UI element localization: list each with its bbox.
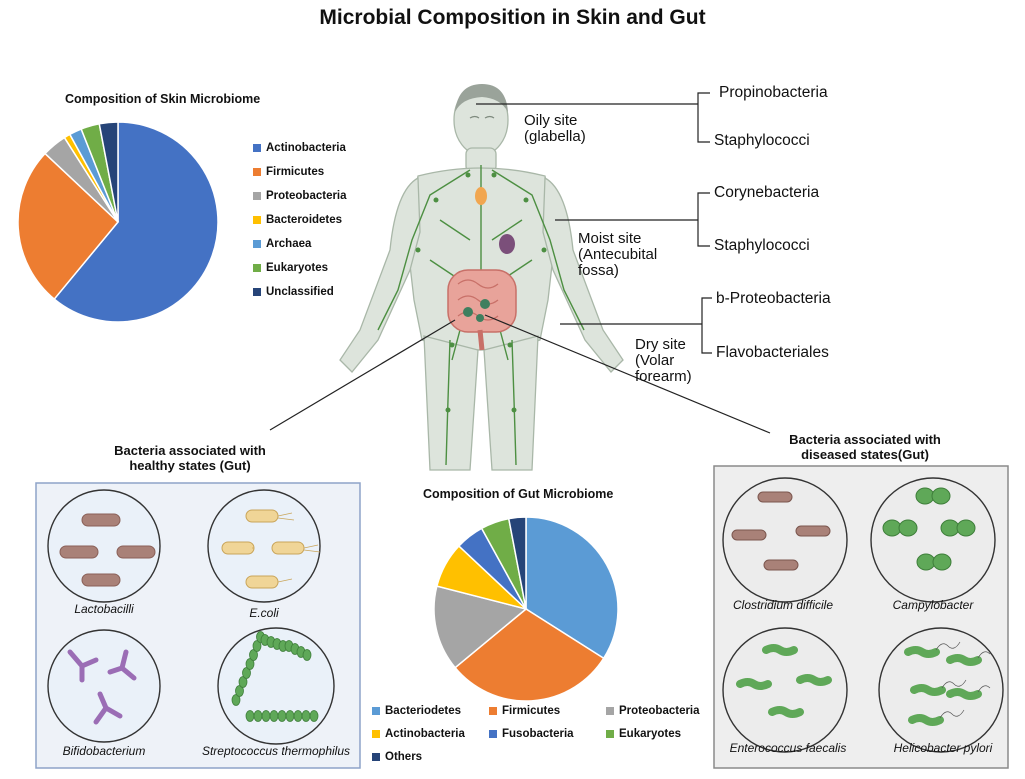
skin-legend-item: Archaea <box>253 238 311 250</box>
strep-cell <box>253 710 263 722</box>
legend-swatch <box>489 707 497 715</box>
gut-legend-item: Bacteriodetes <box>372 705 461 717</box>
site-connectors <box>269 92 771 434</box>
legend-swatch <box>372 707 380 715</box>
legend-swatch <box>253 240 261 248</box>
gut-legend-item: Fusobacteria <box>489 728 574 740</box>
strep-cell <box>245 710 255 722</box>
skin-pie-title: Composition of Skin Microbiome <box>65 92 261 106</box>
legend-label: Bacteriodetes <box>385 705 462 717</box>
legend-swatch <box>372 753 380 761</box>
skin-legend-item: Bacteroidetes <box>253 214 342 226</box>
page-title: Microbial Composition in Skin and Gut <box>319 6 706 29</box>
legend-label: Proteobacteria <box>266 190 347 202</box>
oily-bacteria-1: Propinobacteria <box>719 84 828 101</box>
skin-legend-item: Actinobacteria <box>253 142 346 154</box>
lactobacilli-circle <box>47 489 161 603</box>
diseased-title: Bacteria associated with diseased states… <box>789 432 941 462</box>
organism-label-enterococcus: Enterococcus faecalis <box>729 741 847 755</box>
legend-swatch <box>606 707 614 715</box>
legend-label: Actinobacteria <box>266 142 346 154</box>
legend-label: Fusobacteria <box>502 728 574 740</box>
gut-legend-item: Actinobacteria <box>372 728 465 740</box>
legend-swatch <box>253 168 261 176</box>
organism-label-streptococcus: Streptococcus thermophilus <box>201 744 351 758</box>
gut-slice-others <box>507 516 527 610</box>
legend-swatch <box>253 144 261 152</box>
gut-slice-firmicutes <box>454 608 605 702</box>
organism-label-campylobacter: Campylobacter <box>892 598 974 612</box>
healthy-title: Bacteria associated with healthy states … <box>114 443 266 473</box>
gut-legend-item: Firmicutes <box>489 705 560 717</box>
oily-bacteria-2: Staphylococci <box>714 132 810 149</box>
campylobacter-circle <box>870 477 996 603</box>
streptococcus-circle <box>217 627 335 745</box>
dry-bacteria-1: b-Proteobacteria <box>716 290 831 307</box>
ecoli-circle <box>207 489 321 603</box>
legend-label: Firmicutes <box>266 166 325 178</box>
clostridium-circle <box>722 477 848 603</box>
legend-label: Eukaryotes <box>266 262 329 274</box>
moist-bacteria-2: Staphylococci <box>714 237 810 254</box>
strep-cell <box>301 710 311 722</box>
strep-cell <box>309 710 319 722</box>
organism-label-lactobacilli: Lactobacilli <box>74 602 134 616</box>
moist-bacteria-1: Corynebacteria <box>714 184 820 201</box>
gut-pie-chart <box>433 516 619 702</box>
legend-swatch <box>253 216 261 224</box>
legend-label: Unclassified <box>266 286 334 298</box>
gut-legend-item: Proteobacteria <box>606 705 700 717</box>
human-body-figure <box>339 84 624 471</box>
skin-slice-actinobacteria <box>53 121 219 323</box>
organism-label-clostridium: Clostridium difficile <box>732 598 834 612</box>
organism-label-bifidobacterium: Bifidobacterium <box>62 744 146 758</box>
legend-swatch <box>489 730 497 738</box>
organism-label-ecoli: E.coli <box>249 606 279 620</box>
legend-swatch <box>372 730 380 738</box>
enterococcus-circle <box>722 627 848 753</box>
strep-cell <box>302 649 312 661</box>
legend-swatch <box>253 288 261 296</box>
legend-swatch <box>606 730 614 738</box>
gut-slice-proteobacteria <box>433 585 528 669</box>
skin-legend-item: Proteobacteria <box>253 190 347 202</box>
dry-site-label: Dry site (Volar forearm) <box>635 336 692 385</box>
organism-label-helicobacter: Helicobacter pylori <box>893 741 993 755</box>
strep-cell <box>277 710 287 722</box>
legend-label: Firmicutes <box>502 705 561 717</box>
skin-slice-unclassified <box>98 121 119 223</box>
legend-label: Archaea <box>266 238 312 250</box>
legend-swatch <box>253 192 261 200</box>
skin-legend-item: Eukaryotes <box>253 262 328 274</box>
legend-label: Bacteroidetes <box>266 214 343 226</box>
dry-bacteria-2: Flavobacteriales <box>716 344 829 361</box>
gut-pie-title: Composition of Gut Microbiome <box>423 487 614 501</box>
helicobacter-circle <box>878 627 1004 753</box>
legend-swatch <box>253 264 261 272</box>
gut-legend-item: Eukaryotes <box>606 728 681 740</box>
skin-legend-item: Firmicutes <box>253 166 324 178</box>
moist-site-label: Moist site (Antecubital fossa) <box>578 230 658 279</box>
gut-legend-item: Others <box>372 751 422 763</box>
strep-cell <box>261 710 271 722</box>
skin-legend-item: Unclassified <box>253 286 334 298</box>
legend-label: Eukaryotes <box>619 728 682 740</box>
legend-label: Proteobacteria <box>619 705 700 717</box>
oily-site-label: Oily site (glabella) <box>524 112 586 145</box>
bifidobacterium-circle <box>47 629 161 743</box>
skin-pie-chart <box>17 121 219 323</box>
skin-slice-firmicutes <box>17 152 120 301</box>
legend-label: Actinobacteria <box>385 728 465 740</box>
strep-cell <box>293 710 303 722</box>
strep-cell <box>269 710 279 722</box>
strep-cell <box>285 710 295 722</box>
legend-label: Others <box>385 751 423 763</box>
